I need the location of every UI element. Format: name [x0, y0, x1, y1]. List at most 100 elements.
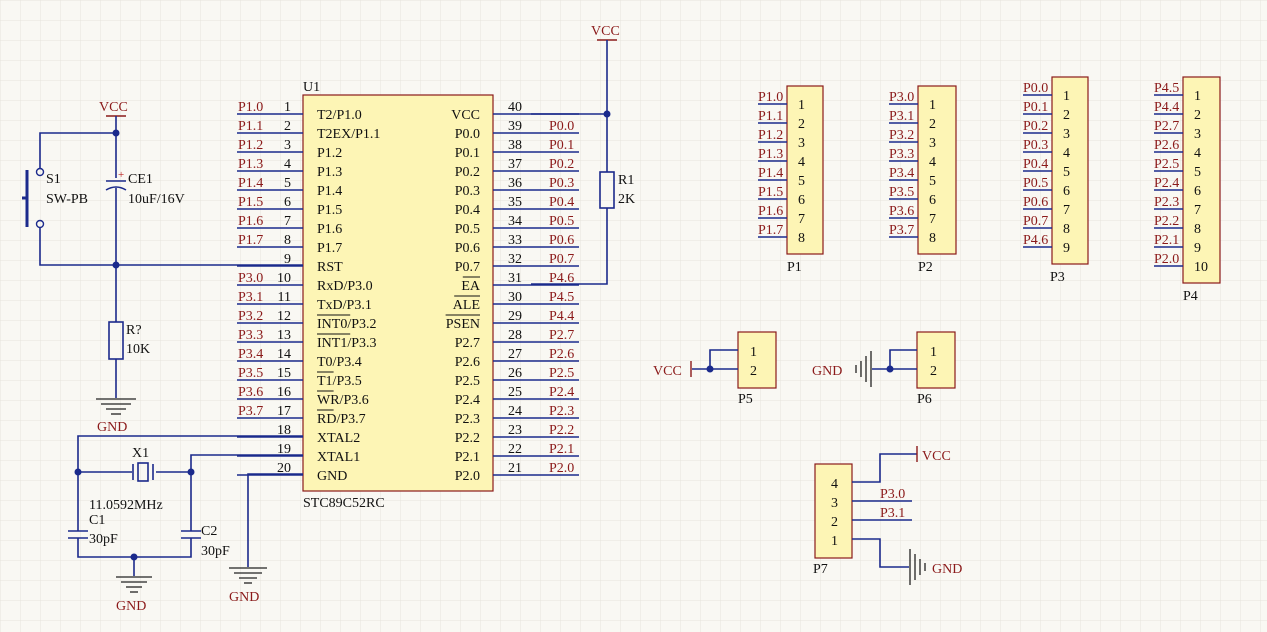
- u1-pin-name: TxD/P3.1: [317, 298, 372, 313]
- u1-pin-1[interactable]: 1T2/P1.0P1.0: [237, 100, 362, 123]
- header-pin-number: 5: [798, 174, 805, 189]
- u1-pin-number: 31: [508, 271, 522, 286]
- s1-pushbutton[interactable]: S1 SW-PB: [22, 167, 88, 229]
- header-net-label: P0.5: [1023, 176, 1048, 191]
- wire: [39, 132, 116, 168]
- u1-pin-name: P2.3: [455, 412, 480, 427]
- gnd-label: GND: [97, 420, 127, 435]
- header-pin-number: 4: [1063, 146, 1070, 161]
- header-p4[interactable]: P4.51P4.42P2.73P2.64P2.55P2.46P2.37P2.28…: [1154, 76, 1221, 304]
- u1-pin-name: PSEN: [446, 317, 480, 332]
- u1-pin-name: P2.4: [455, 393, 480, 408]
- u1-net-label: P4.4: [549, 309, 574, 324]
- header-pin-number: 7: [1063, 203, 1070, 218]
- u1-pin-number: 35: [508, 195, 522, 210]
- u1-pin-name: INT1/P3.3: [317, 336, 377, 351]
- c1-capacitor[interactable]: C1 30pF: [68, 513, 118, 547]
- wire: [39, 228, 303, 266]
- p6-connector[interactable]: 1 2 GND P6: [812, 331, 956, 407]
- u1-pin-5[interactable]: 5P1.4P1.4: [237, 176, 342, 199]
- u1-pin-name: GND: [317, 469, 347, 484]
- header-net-label: P2.4: [1154, 176, 1179, 191]
- gnd-label: GND: [116, 599, 146, 614]
- header-p1[interactable]: P1.01P1.12P1.23P1.34P1.45P1.56P1.67P1.78…: [758, 85, 824, 275]
- header-net-label: P1.7: [758, 223, 783, 238]
- p6-pin-2: 2: [930, 364, 937, 379]
- u1-pin-name: INT0/P3.2: [317, 317, 377, 332]
- p7-connector[interactable]: 4 3 2 1 VCC P3.0 P3.1 GND P7: [813, 446, 962, 585]
- header-net-label: P2.6: [1154, 138, 1179, 153]
- p5-connector[interactable]: 1 2 VCC P5: [653, 331, 777, 407]
- u1-pin-3[interactable]: 3P1.2P1.2: [237, 138, 342, 161]
- u1-pin-6[interactable]: 6P1.5P1.5: [237, 195, 342, 218]
- header-pin-number: 4: [929, 155, 936, 170]
- u1-net-label: P2.1: [549, 442, 574, 457]
- vcc-label: VCC: [99, 100, 128, 115]
- wire: [852, 453, 917, 483]
- u1-pin-7[interactable]: 7P1.6P1.6: [237, 214, 342, 237]
- gnd-label: GND: [932, 562, 962, 577]
- u1-pin-number: 4: [284, 157, 291, 172]
- u1-pin-name: RxD/P3.0: [317, 279, 373, 294]
- u1-pin-name: P1.2: [317, 146, 342, 161]
- u1-pin-4[interactable]: 4P1.3P1.3: [237, 157, 342, 180]
- u1-net-label: P3.3: [238, 328, 263, 343]
- u1-pin-name: XTAL1: [317, 450, 360, 465]
- header-net-label: P1.2: [758, 128, 783, 143]
- u1-pin-8[interactable]: 8P1.7P1.7: [237, 233, 342, 256]
- wire: [889, 349, 917, 370]
- u1-net-label: P0.3: [549, 176, 574, 191]
- u1-pin-name: RD/P3.7: [317, 412, 366, 427]
- c2-capacitor[interactable]: C2 30pF: [181, 524, 230, 559]
- c2-ref: C2: [201, 524, 217, 539]
- header-body: [1182, 76, 1221, 284]
- ce1-capacitor[interactable]: + CE1 10uF/16V: [105, 169, 185, 207]
- reset-resistor[interactable]: R? 10K: [108, 321, 150, 360]
- header-p3[interactable]: P0.01P0.12P0.23P0.34P0.45P0.56P0.67P0.78…: [1023, 76, 1089, 285]
- u1-pin-name: RST: [317, 260, 343, 275]
- header-net-label: P3.2: [889, 128, 914, 143]
- u1-pin-name: T2EX/P1.1: [317, 127, 380, 142]
- header-p2[interactable]: P3.01P3.12P3.23P3.34P3.45P3.56P3.67P3.78…: [889, 85, 957, 275]
- u1-pin-name: WR/P3.6: [317, 393, 369, 408]
- u1-pin-number: 15: [277, 366, 291, 381]
- u1-pin-name: P2.6: [455, 355, 480, 370]
- header-pin-number: 1: [1194, 89, 1201, 104]
- p6-body: [916, 331, 956, 389]
- header-pin-number: 2: [929, 117, 936, 132]
- header-pin-number: 5: [929, 174, 936, 189]
- x1-crystal[interactable]: X1 11.0592MHz: [89, 446, 163, 513]
- u1-mcu[interactable]: U1 STC89C52RC 1T2/P1.0P1.02T2EX/P1.1P1.1…: [237, 80, 579, 511]
